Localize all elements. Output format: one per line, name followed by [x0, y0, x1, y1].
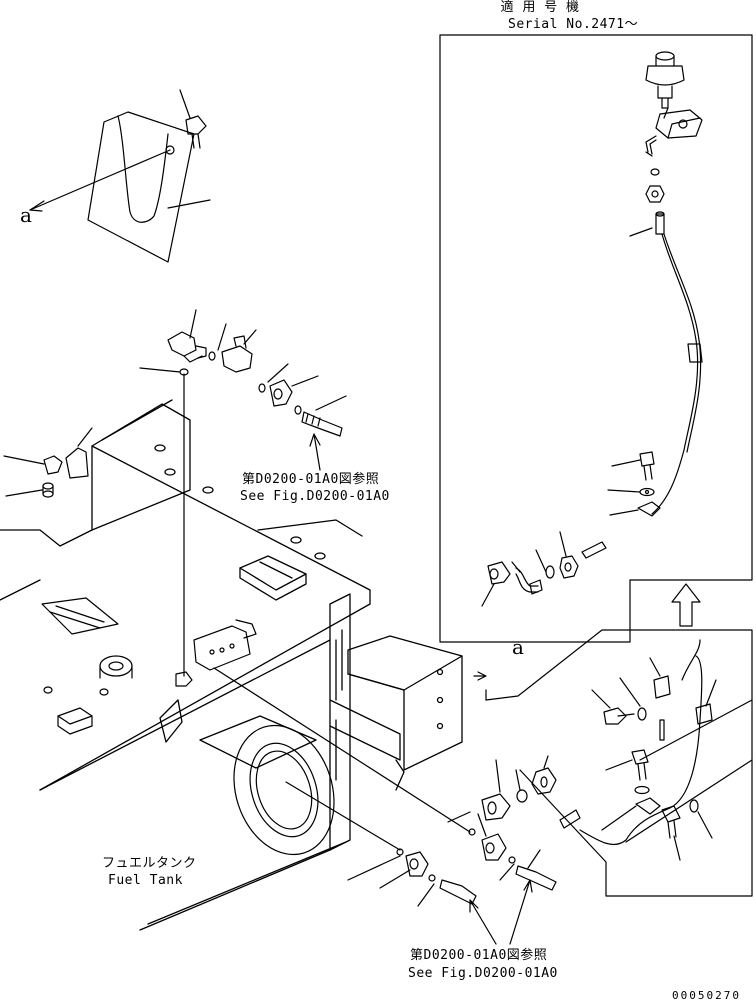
- inset-frame: [439, 34, 753, 643]
- main-frame: [0, 399, 463, 931]
- hose-end-top-part: [301, 411, 343, 437]
- oring-1: [208, 351, 216, 361]
- oring-low-4: [428, 874, 436, 882]
- clip-part: [687, 343, 703, 363]
- clamp-right-1: [653, 675, 671, 699]
- hose-line: [651, 233, 699, 515]
- connector-part: [487, 561, 511, 585]
- small-fitting: [529, 579, 543, 595]
- plug-left-part: [42, 482, 54, 498]
- oring-3: [294, 405, 302, 415]
- flange-small-part: [99, 655, 133, 679]
- leader-lines-low: [347, 755, 549, 907]
- up-arrow: [671, 583, 701, 627]
- bracket-left-part: [65, 447, 89, 479]
- fuel-tank-jp-label: フュエルタンク: [102, 856, 197, 871]
- tube-end-part: [581, 541, 607, 559]
- washer-right-1: [637, 707, 647, 721]
- valve-part: [221, 335, 253, 373]
- connector-top-part: [269, 379, 293, 407]
- bolt-right-2: [631, 749, 649, 781]
- tee-fitting-part: [167, 331, 207, 363]
- bolt-part: [639, 451, 655, 481]
- hose-line-2: [663, 233, 702, 453]
- arrow-a-mid: [473, 671, 487, 681]
- pin-right: [659, 719, 665, 741]
- pressure-sender-part: [645, 51, 685, 109]
- block-small-part: [57, 707, 93, 735]
- connector-low-2: [481, 833, 507, 861]
- sleeve-part: [545, 565, 555, 579]
- ref-a-top-label: a: [20, 203, 33, 227]
- leader-lines-inset: [481, 227, 653, 607]
- cover-plate-part: [87, 89, 195, 263]
- see-fig-arrow-top: [309, 433, 321, 471]
- connector-low-1: [481, 793, 511, 821]
- dashed-line-low: [213, 667, 471, 851]
- nut-part-2: [559, 555, 579, 579]
- ref-a-mid-label: a: [512, 635, 525, 659]
- right-outline: [485, 629, 753, 897]
- bolt-right-3: [661, 805, 681, 839]
- washer-right-3: [689, 799, 699, 813]
- connector-low-3: [405, 851, 429, 877]
- see-fig-jp-1: 第D0200-01A0図参照: [242, 472, 380, 487]
- bolt-right-1: [603, 707, 635, 725]
- clamp-right-3: [635, 797, 661, 815]
- hose-end-low-1: [515, 865, 557, 891]
- nut-frame-part: [175, 671, 193, 687]
- clamp-right-2: [695, 703, 713, 725]
- washer-right-2: [634, 785, 650, 795]
- nut-low-part: [531, 767, 557, 795]
- oring-low-2: [508, 856, 516, 864]
- right-hose: [579, 655, 703, 845]
- tube-low-part: [559, 809, 581, 829]
- bolt-top-part: [185, 115, 207, 149]
- oring-2: [258, 383, 266, 393]
- small-ring: [650, 168, 660, 176]
- hose-end-part: [655, 211, 665, 235]
- inset-applicable-label: 適 用 号 機: [500, 0, 580, 15]
- washer-part: [639, 487, 655, 497]
- tank-port-flange-part: [233, 724, 335, 856]
- inset-serial-label: Serial No.2471～: [508, 17, 639, 32]
- drawing-number: 00050270: [672, 989, 741, 1002]
- see-fig-en-1: See Fig.D0200-01A0: [240, 489, 390, 504]
- see-fig-arrow-low: [469, 879, 533, 945]
- clamp-part: [637, 501, 661, 517]
- nut-part: [645, 185, 665, 203]
- leader-lines-right: [591, 657, 753, 861]
- fuel-tank-en-label: Fuel Tank: [108, 873, 183, 888]
- leader-top-fittings: [139, 309, 347, 411]
- right-hose-2: [681, 639, 701, 681]
- arrowhead-a-top: [29, 200, 45, 212]
- see-fig-en-2: See Fig.D0200-01A0: [408, 966, 558, 981]
- oring-low-3: [396, 848, 404, 856]
- sleeve-low: [516, 789, 528, 803]
- adapter-block-part: [655, 107, 703, 139]
- leader-left: [3, 427, 93, 497]
- leader-cover: [167, 199, 211, 209]
- see-fig-jp-2: 第D0200-01A0図参照: [410, 948, 548, 963]
- fitting-small-left: [43, 686, 109, 696]
- leader-a-top: [29, 149, 171, 211]
- mount-bracket-part: [193, 619, 257, 671]
- plate-left-part: [41, 597, 119, 635]
- elbow-fitting-part: [645, 135, 657, 157]
- elbow-left-part: [43, 455, 63, 475]
